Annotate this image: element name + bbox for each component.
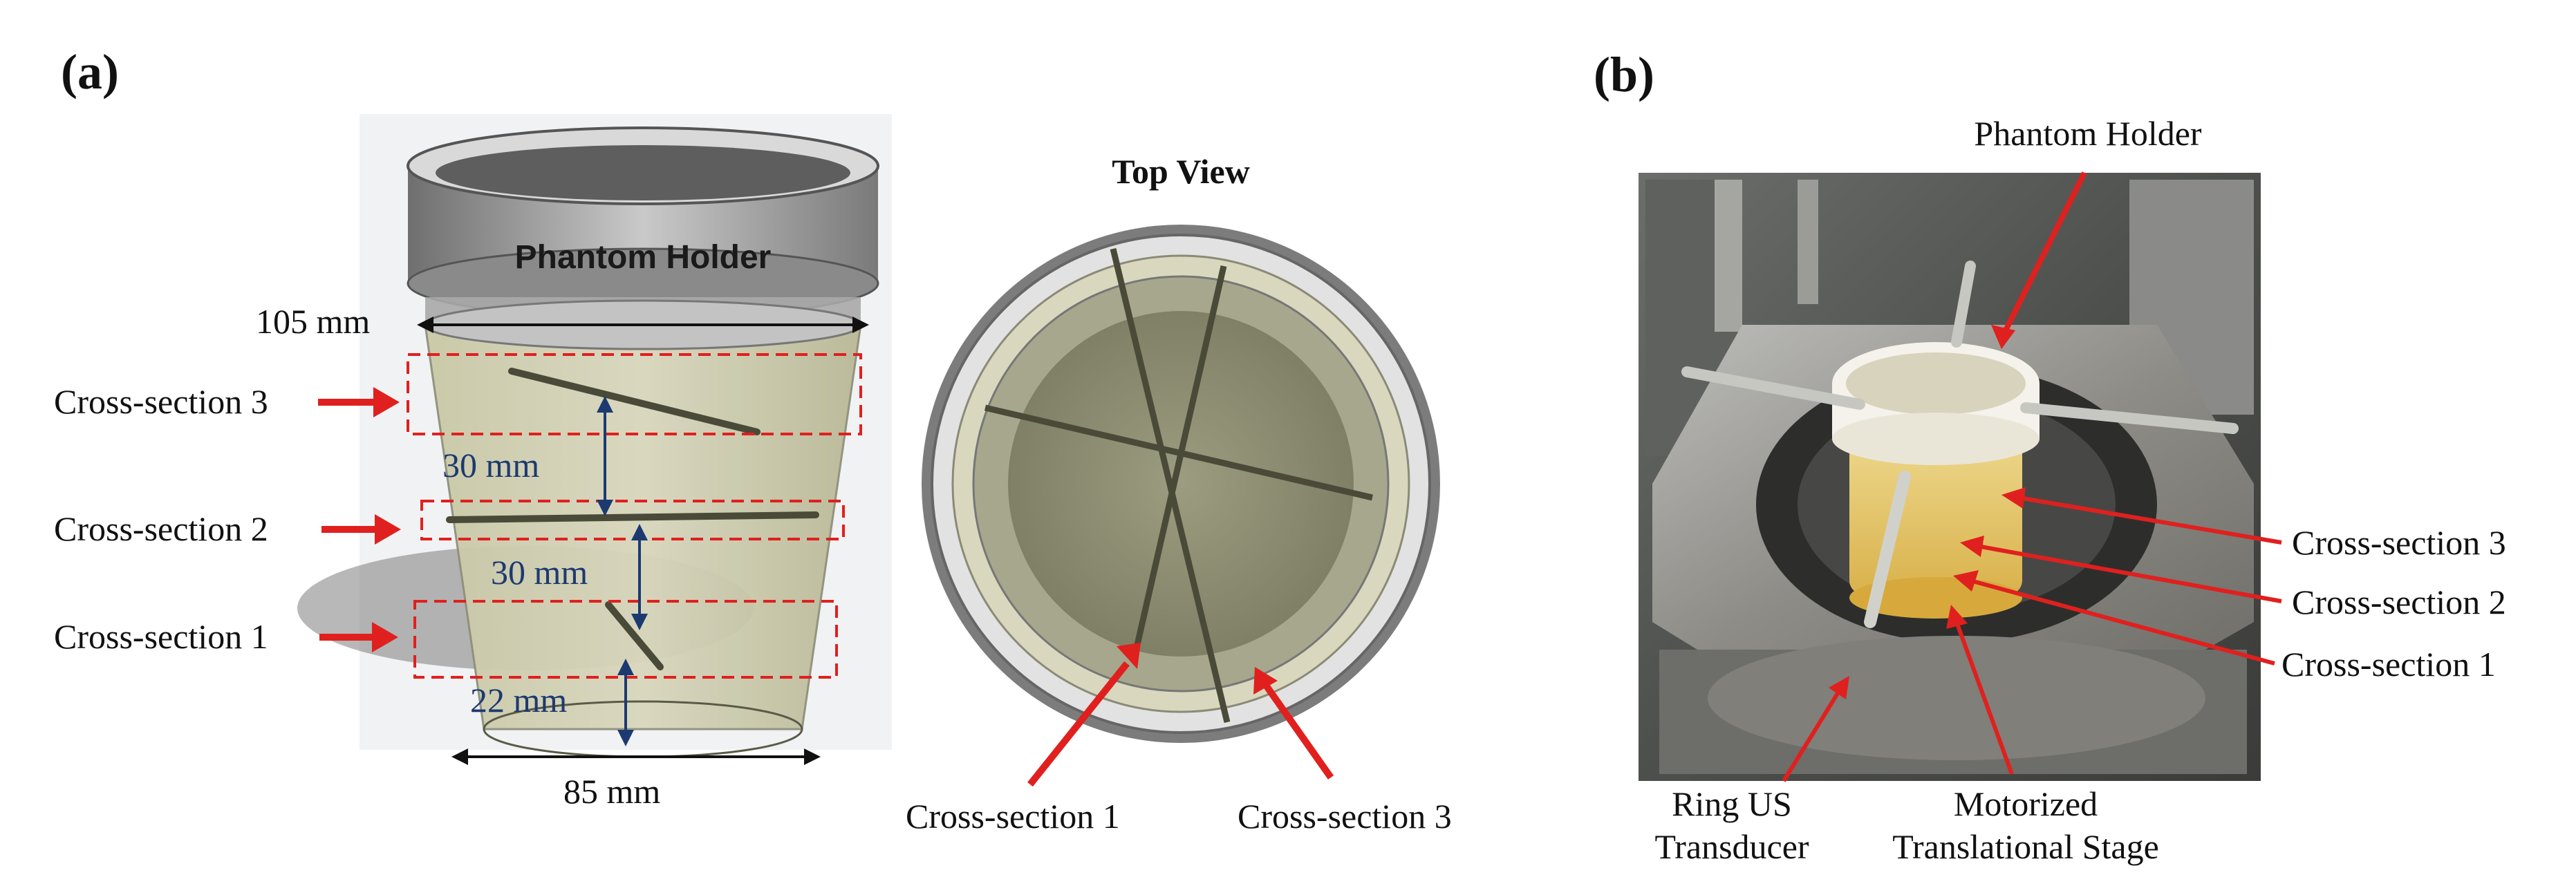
dim-30-lower-label: 30 mm (491, 553, 588, 592)
cross-section-3-arrowhead-b (2001, 487, 2026, 509)
top-callout-3-arrowhead (1253, 667, 1278, 695)
cross-section-2-arrowhead-b (1960, 536, 1984, 557)
top-callout-1-arrow (1027, 661, 1130, 787)
top-callout-1-label: Cross-section 1 (906, 797, 1120, 836)
phantom-holder-label-b: Phantom Holder (1974, 114, 2201, 153)
cross-section-3-box (407, 353, 862, 435)
top-callout-1-arrowhead (1117, 643, 1141, 669)
rod-cross-section-3 (508, 368, 760, 435)
holder-arrow-b (2002, 171, 2087, 333)
cross-section-2-arrowhead-a (375, 514, 401, 545)
apparatus-photo (1639, 173, 2261, 781)
dim-30-upper-label: 30 mm (442, 446, 539, 484)
top-callout-3-arrow (1262, 682, 1334, 780)
transducer-label-line1: Ring US (1672, 784, 1792, 823)
cross-section-1-arrow-b (1970, 578, 2275, 666)
stage-arrow (1954, 621, 2014, 775)
cross-section-1-label-b: Cross-section 1 (2281, 645, 2496, 684)
top-rod-1 (1110, 247, 1231, 724)
dim-22-label: 22 mm (470, 681, 567, 719)
phantom-holder-label-a: Phantom Holder (515, 239, 772, 276)
rod-cross-section-2 (446, 511, 819, 523)
stage-label-line1: Motorized (1954, 784, 2098, 823)
transducer-label-line2: Transducer (1654, 827, 1809, 866)
cross-section-2-arrow-b (1977, 544, 2282, 603)
top-callout-3-label: Cross-section 3 (1238, 797, 1452, 836)
top-rod-3 (1130, 265, 1227, 661)
transducer-arrow (1782, 690, 1841, 782)
cross-section-1-label-a: Cross-section 1 (54, 617, 268, 656)
stage-label-line2: Translational Stage (1892, 827, 2159, 866)
transducer-arrowhead (1829, 676, 1849, 699)
cross-section-3-arrowhead-a (373, 387, 400, 417)
cross-section-3-label-a: Cross-section 3 (54, 382, 268, 421)
phantom-holder-inner (436, 145, 850, 200)
phantom-cup (424, 323, 862, 731)
cross-section-1-arrowhead-b (1953, 570, 1979, 592)
dim-85-label: 85 mm (563, 772, 660, 811)
stage-arrowhead (1946, 605, 1968, 629)
cross-section-1-arrowhead-a (372, 622, 398, 652)
cross-section-2-label-b: Cross-section 2 (2292, 583, 2506, 621)
top-view-title: Top View (1112, 152, 1250, 191)
cross-section-2-label-a: Cross-section 2 (54, 509, 268, 548)
dim-105-label: 105 mm (256, 302, 370, 341)
cross-section-3-label-b: Cross-section 3 (2292, 523, 2506, 562)
top-view-diagram (922, 225, 1440, 743)
panel-a-label: (a) (61, 44, 119, 100)
rod-cross-section-1 (605, 601, 664, 670)
holder-arrowhead-b (1991, 325, 2015, 349)
panel-b-label: (b) (1594, 47, 1654, 102)
cross-section-3-arrow-b (2018, 496, 2282, 545)
